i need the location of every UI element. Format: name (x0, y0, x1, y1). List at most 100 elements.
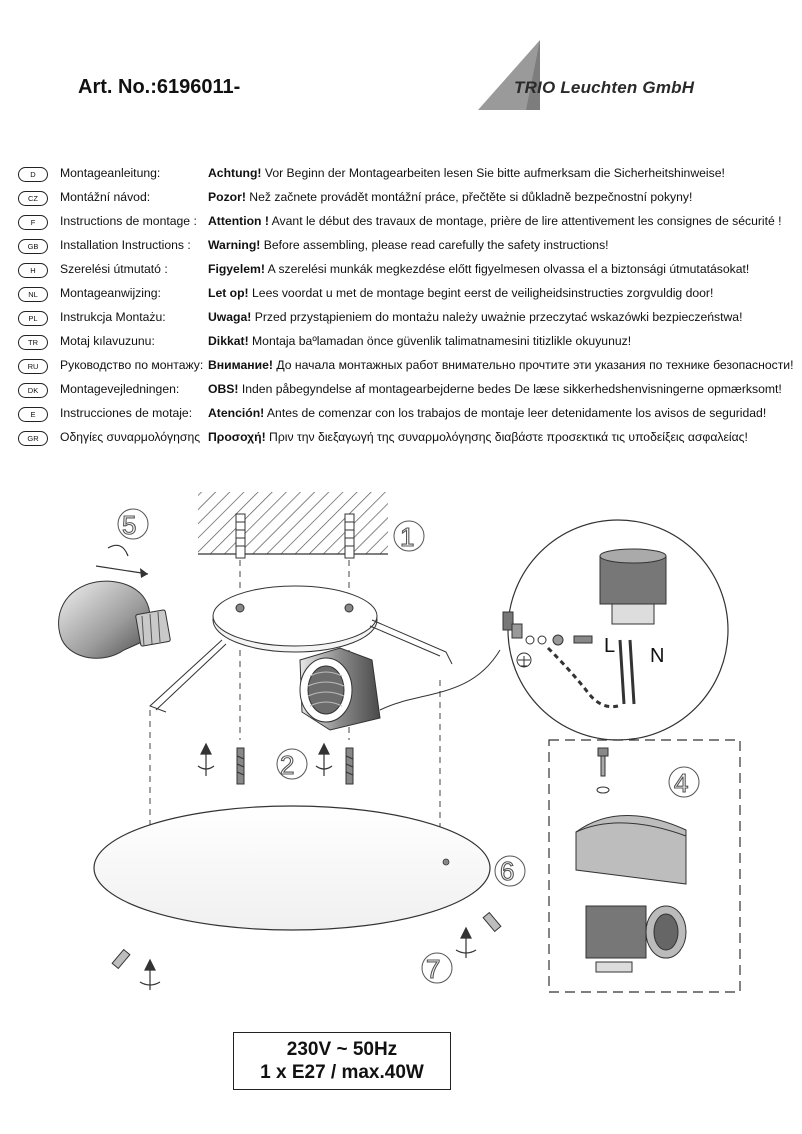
warning-text: Avant le début des travaux de montage, p… (268, 214, 782, 228)
safety-notice: Let op! Lees voordat u met de montage be… (208, 286, 713, 300)
ground-terminal-icon (502, 611, 593, 668)
socket-bracket-icon (575, 747, 687, 973)
step-4-label: 4 (674, 768, 688, 798)
language-row: DK Montagevejledningen: OBS! Inden påbegyn… (18, 380, 788, 404)
language-label: Montážní návod: (60, 190, 151, 204)
language-code-badge: DK (18, 383, 48, 398)
lamp-socket-icon (299, 647, 381, 731)
language-row: TR Motaj kılavuzunu: Dikkat! Montaja baºla… (18, 332, 788, 356)
warning-text: Before assembling, please read carefully… (260, 238, 609, 252)
safety-notice: OBS! Inden påbegyndelse af montagearbejd… (208, 382, 782, 396)
language-code-badge: PL (18, 311, 48, 326)
safety-notice: Figyelem! A szerelési munkák megkezdése … (208, 262, 749, 276)
warning-word: Pozor! (208, 190, 246, 204)
step-6-label: 6 (500, 856, 514, 886)
language-row: CZ Montážní návod: Pozor! Než začnete prov… (18, 188, 788, 212)
safety-notice: Attention ! Avant le début des travaux d… (208, 214, 782, 228)
language-row: H Szerelési útmutató : Figyelem! A szerelé… (18, 260, 788, 284)
warning-text: Montaja baºlamadan önce güvenlik talimat… (248, 334, 632, 348)
language-row: PL Instrukcja Montażu: Uwaga! Przed przyst… (18, 308, 788, 332)
warning-text: Lees voordat u met de montage begint eer… (248, 286, 714, 300)
language-label: Instrukcja Montażu: (60, 310, 166, 324)
step-5-label: 5 (122, 510, 136, 540)
neutral-wire-label: N (650, 645, 664, 667)
language-code-badge: GB (18, 239, 48, 254)
safety-notice: Dikkat! Montaja baºlamadan önce güvenlik… (208, 334, 631, 348)
warning-word: Figyelem! (208, 262, 265, 276)
warning-word: Внимание! (208, 358, 273, 372)
language-code-badge: GR (18, 431, 48, 446)
language-row: E Instrucciones de motaje: Atención! Antes… (18, 404, 788, 428)
warning-text: Než začnete provádět montážní práce, pře… (245, 190, 693, 204)
wall-plug-icon (235, 513, 355, 559)
language-label: Montagevejledningen: (60, 382, 180, 396)
company-name: TRIO Leuchten GmbH (514, 78, 695, 97)
language-code-badge: F (18, 215, 48, 230)
warning-text: Πριν την διεξαγωγή της συναρμολόγησης δι… (265, 430, 748, 444)
warning-text: До начала монтажных работ внимательно пр… (272, 358, 794, 372)
live-wire-label: L (604, 635, 615, 657)
safety-notice: Pozor! Než začnete provádět montážní prá… (208, 190, 692, 204)
safety-notice: Achtung! Vor Beginn der Montagearbeiten … (208, 166, 725, 180)
language-row: D Montageanleitung: Achtung! Vor Beginn de… (18, 164, 788, 188)
safety-notice: Внимание! До начала монтажных работ вним… (208, 358, 794, 372)
light-bulb-icon (58, 544, 171, 659)
bulb-spec: 1 x E27 / max.40W (260, 1062, 424, 1083)
language-label: Руководство по монтажу: (60, 358, 204, 372)
warning-word: Let op! (208, 286, 249, 300)
safety-notice: Uwaga! Przed przystąpieniem do montażu n… (208, 310, 742, 324)
language-row: GB Installation Instructions : Warning! Be… (18, 236, 788, 260)
safety-notice: Προσοχή! Πριν την διεξαγωγή της συναρμολ… (208, 430, 748, 444)
warning-text: A szerelési munkák megkezdése előtt figy… (264, 262, 750, 276)
step-1-label: 1 (400, 522, 414, 552)
warning-word: Atención! (208, 406, 265, 420)
warning-word: Attention ! (208, 214, 269, 228)
language-label: Instructions de montage : (60, 214, 197, 228)
step-7-label: 7 (426, 954, 440, 984)
logo-triangle-icon (478, 40, 540, 110)
safety-notice: Atención! Antes de comenzar con los trab… (208, 406, 766, 420)
assembly-diagram: 1 2 3 4 5 6 7 (58, 492, 741, 993)
electrical-spec-box: 230V ~ 50Hz 1 x E27 / max.40W (233, 1032, 451, 1090)
screw-icon (236, 747, 354, 785)
voltage-frequency: 230V ~ 50Hz (286, 1039, 398, 1060)
language-code-badge: RU (18, 359, 48, 374)
language-code-badge: H (18, 263, 48, 278)
warning-text: Przed przystąpieniem do montażu należy u… (251, 310, 743, 324)
warning-text: Antes de comenzar con los trabajos de mo… (264, 406, 767, 420)
language-label: Instrucciones de motaje: (60, 406, 193, 420)
language-code-badge: E (18, 407, 48, 422)
language-safety-list: D Montageanleitung: Achtung! Vor Beginn de… (18, 164, 794, 452)
language-code-badge: NL (18, 287, 48, 302)
warning-word: OBS! (208, 382, 239, 396)
language-row: RU Руководство по монтажу: Внимание! До на… (18, 356, 794, 380)
glass-shade-icon (93, 805, 491, 931)
language-code-badge: D (18, 167, 48, 182)
warning-word: Dikkat! (208, 334, 249, 348)
language-row: NL Montageanwijzing: Let op! Lees voordat … (18, 284, 788, 308)
language-label: Montageanwijzing: (60, 286, 161, 300)
language-row: GR Οδηγίες συναρμολόγησης Προσοχή! Πριν τη… (18, 428, 788, 452)
step-2-label: 2 (280, 750, 294, 780)
warning-word: Uwaga! (208, 310, 252, 324)
warning-text: Inden påbegyndelse af montagearbejderne … (238, 382, 782, 396)
language-code-badge: TR (18, 335, 48, 350)
language-label: Montageanleitung: (60, 166, 161, 180)
language-label: Szerelési útmutató : (60, 262, 168, 276)
language-row: F Instructions de montage : Attention ! Av… (18, 212, 788, 236)
warning-word: Warning! (208, 238, 261, 252)
language-label: Οδηγίες συναρμολόγησης (60, 430, 201, 444)
warning-word: Προσοχή! (208, 430, 266, 444)
company-logo: TRIO Leuchten GmbH (470, 38, 740, 113)
language-code-badge: CZ (18, 191, 48, 206)
safety-notice: Warning! Before assembling, please read … (208, 238, 609, 252)
warning-text: Vor Beginn der Montagearbeiten lesen Sie… (261, 166, 725, 180)
rotate-arrow-icon (139, 742, 477, 990)
mounting-plate-icon (149, 585, 453, 713)
language-label: Motaj kılavuzunu: (60, 334, 155, 348)
warning-word: Achtung! (208, 166, 262, 180)
language-label: Installation Instructions : (60, 238, 191, 252)
ceiling-hatch-icon (198, 492, 388, 555)
article-number: Art. No.:6196011- (78, 76, 241, 98)
